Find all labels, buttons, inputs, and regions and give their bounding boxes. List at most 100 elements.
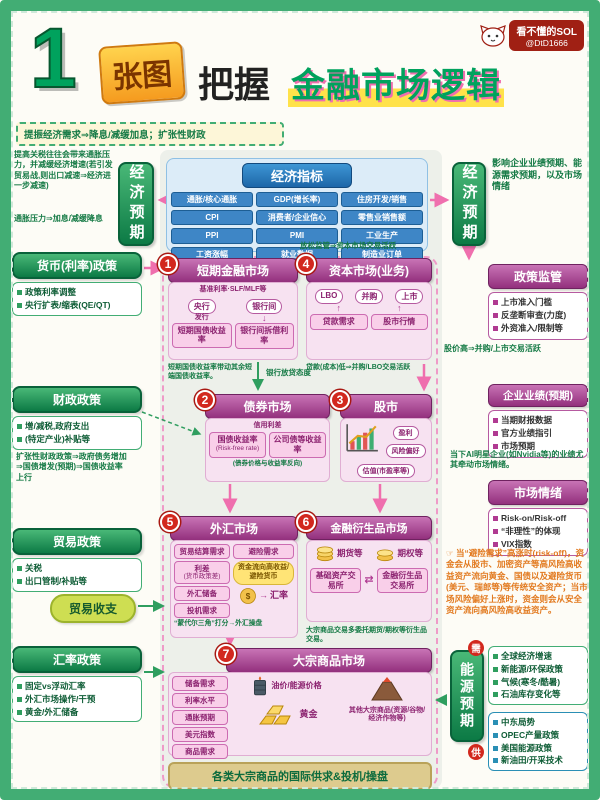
economic-indicators-title: 经济指标 [242, 163, 352, 188]
list-item: 市场预期 [493, 440, 583, 453]
derivatives-market-title: 金融衍生品市场 [306, 516, 432, 540]
list-item: OPEC产量政策 [493, 729, 583, 742]
fx-drivers-column: 贸易结算需求 利差 (货币政策差) 外汇储备 投机需求 [174, 544, 230, 618]
list-item: 关税 [17, 562, 137, 575]
inflation-note: 通胀压力⇒加息/减缓降息 [14, 214, 103, 223]
indicator-item: 住房开发/销售 [341, 192, 423, 208]
commodity-demand-box: 商品需求 [172, 744, 228, 759]
bond-market-title: 债券市场 [205, 394, 330, 419]
rate-level-box: 利率水平 [172, 693, 228, 708]
indicator-item: GDP(增长率) [256, 192, 338, 208]
tariff-note: 提高关税往往会带来通胀压力，并减缓经济增速(若引发贸易战,则出口减速⇒经济进一步… [14, 150, 113, 191]
coins-icon [316, 546, 334, 562]
indicator-item: 消费者/企业信心 [256, 210, 338, 226]
gold-bars-icon [259, 705, 292, 725]
stock-market-panel: 盈利 风险偏好 估值(市盈率等) [340, 418, 432, 482]
regulation-title: 政策监管 [488, 264, 588, 289]
swap-arrow-icon: ⇄ [364, 574, 374, 587]
econ-expectation-right: 经济预期 [452, 162, 486, 246]
list-item: 出口管制/补贴等 [17, 575, 137, 588]
list-item: 中东局势 [493, 716, 583, 729]
list-item: (特定产业)补贴等 [17, 433, 137, 446]
section-number-1: 1 [158, 254, 178, 274]
coins-icon [377, 549, 394, 562]
list-item: 官方业绩指引 [493, 427, 583, 440]
energy-demand-list: 全球经济增速 新能源/环保政策 气候(寒冬/酷暑) 石油库存变化等 [488, 646, 588, 705]
credit-spread-label: 信用利差 [253, 422, 282, 429]
up-arrow-icon: ↑ [397, 303, 402, 313]
fx-policy-items: 固定vs浮动汇率 外汇市场操作/干预 黄金/外汇储备 [12, 676, 142, 723]
fx-policy-title: 汇率政策 [12, 646, 142, 673]
other-commodities-column: 其他大宗商品(资源/谷物/经济作物等) [346, 676, 428, 759]
interbank-oval: 银行间 [246, 299, 283, 315]
trade-settlement-box: 贸易结算需求 [174, 544, 230, 559]
author-badge: 看不懂的SOL @DtD1666 [480, 20, 584, 51]
unit-label: 张图 [98, 41, 186, 105]
page-title: 金融市场逻辑 [288, 58, 504, 107]
capital-market-title: 资本市场(业务) [306, 258, 432, 283]
list-item: 新能源/环保政策 [493, 663, 583, 676]
corporate-yield-box: 公司债等收益率 [269, 432, 326, 458]
indicator-item: 通胀/核心通胀 [171, 192, 253, 208]
sentiment-title: 市场情绪 [488, 480, 588, 505]
mundell-note: “蒙代尔三角”打分→外汇操盘 [174, 619, 263, 627]
supply-badge: 供 [468, 744, 484, 760]
fx-policy-box: 汇率政策 固定vs浮动汇率 外汇市场操作/干预 黄金/外汇储备 [12, 646, 142, 723]
author-handle: @DtD1666 [525, 38, 568, 48]
economic-indicators-grid: 通胀/核心通胀 GDP(增长率) 住房开发/销售 CPI 消费者/企业信心 零售… [171, 192, 423, 262]
regulation-box: 政策监管 上市准入门槛 反垄断审查(力度) 外资准入/限制等 [488, 264, 588, 340]
section-number-4: 4 [296, 254, 316, 274]
riskoff-note: ☞ 当“避险需求”高涨时(risk-off)，资金会从股市、加密资产等高风险高收… [446, 548, 588, 616]
treasury-yield-label: 国债收益率 [217, 435, 258, 445]
trade-policy-title: 贸易政策 [12, 528, 142, 555]
list-item: 全球经济增速 [493, 650, 583, 663]
commodity-market-title: 大宗商品市场 [226, 648, 432, 673]
trade-policy-items: 关税 出口管制/补贴等 [12, 558, 142, 592]
ai-earnings-note: 当下AI明星企业(如Nvidia等)的业绩尤其牵动市场情绪。 [450, 450, 584, 470]
stock-high-note: 股价高⇒并购/上市交易活跃 [444, 344, 541, 353]
fiscal-policy-items: 增/减税,政府支出 (特定产业)补贴等 [12, 416, 142, 450]
indicator-item: PMI [256, 228, 338, 244]
capital-flow-box: 资金流向高收益/避险货币 [233, 561, 294, 585]
list-item: Risk-on/Risk-off [493, 512, 583, 525]
options-label: 期权等 [397, 547, 423, 558]
monetary-policy-title: 货币(利率)政策 [12, 252, 142, 279]
big-number: 1 [29, 11, 78, 105]
indicator-item: 零售业销售额 [341, 210, 423, 226]
short-rate-note: 短期国债收益率带动其余短端国债收益率。 [168, 364, 252, 381]
global-supply-demand-banner: 各类大宗商品的国际供求&投机/操盘 [168, 762, 432, 790]
oil-gold-column: 油价/能源价格 黄金 [231, 676, 343, 759]
deregulation-note: 放松监管⇒资本市场交易活跃 [300, 241, 397, 250]
ma-oval: 并购 [355, 289, 384, 304]
hedge-demand-box: 避险需求 [233, 544, 294, 559]
fiscal-policy-box: 财政政策 增/减税,政府支出 (特定产业)补贴等 [12, 386, 142, 450]
commodity-market-panel: 储备需求 利率水平 通胀预期 美元指数 商品需求 油价/能源价格 [168, 672, 432, 759]
benchmark-rate-note: 基准利率·SLF/MLF等 [199, 286, 267, 293]
list-item: 央行扩表/缩表(QE/QT) [17, 299, 137, 312]
lbo-oval: LBO [314, 289, 344, 304]
bond-market-panel: 信用利差 国债收益率 (Risk-free rate) 公司债等收益率 (债券价… [205, 418, 330, 482]
bond-inverse-note: (债券价格与收益率反向) [232, 459, 303, 467]
speculation-box: 投机需求 [174, 602, 230, 618]
section-number-3: 3 [330, 390, 350, 410]
issue-label: 发行 [194, 314, 209, 322]
fx-market-title: 外汇市场 [170, 516, 298, 541]
stimulus-note: 提振经济需求⇒降息/减缓加息；扩张性财政 [16, 122, 284, 146]
earnings-box: 企业业绩(预期) 当期财报数据 官方业绩指引 市场预期 [488, 384, 588, 458]
valuation-oval: 估值(市盈率等) [356, 464, 416, 478]
monetary-policy-box: 货币(利率)政策 政策利率调整 央行扩表/缩表(QE/QT) [12, 252, 142, 316]
regulation-items: 上市准入门槛 反垄断审查(力度) 外资准入/限制等 [488, 292, 588, 340]
ipo-oval: 上市 [395, 289, 424, 304]
currency-icon: $ [240, 587, 256, 604]
fiscal-policy-title: 财政政策 [12, 386, 142, 413]
demand-badge: 需 [468, 640, 484, 656]
fx-outcome-column: 避险需求 资金流向高收益/避险货币 $ → 汇率 [233, 544, 294, 618]
list-item: 气候(寒冬/酷暑) [493, 676, 583, 689]
list-item: “非理性”的体现 [493, 525, 583, 538]
derivatives-exchange-box: 金融衍生品交易所 [376, 568, 428, 594]
stock-chart-icon [346, 424, 378, 452]
reserve-demand-box: 储备需求 [172, 676, 228, 691]
earnings-oval: 盈利 [392, 426, 419, 440]
list-item: 当期财报数据 [493, 414, 583, 427]
earnings-items: 当期财报数据 官方业绩指引 市场预期 [488, 410, 588, 458]
